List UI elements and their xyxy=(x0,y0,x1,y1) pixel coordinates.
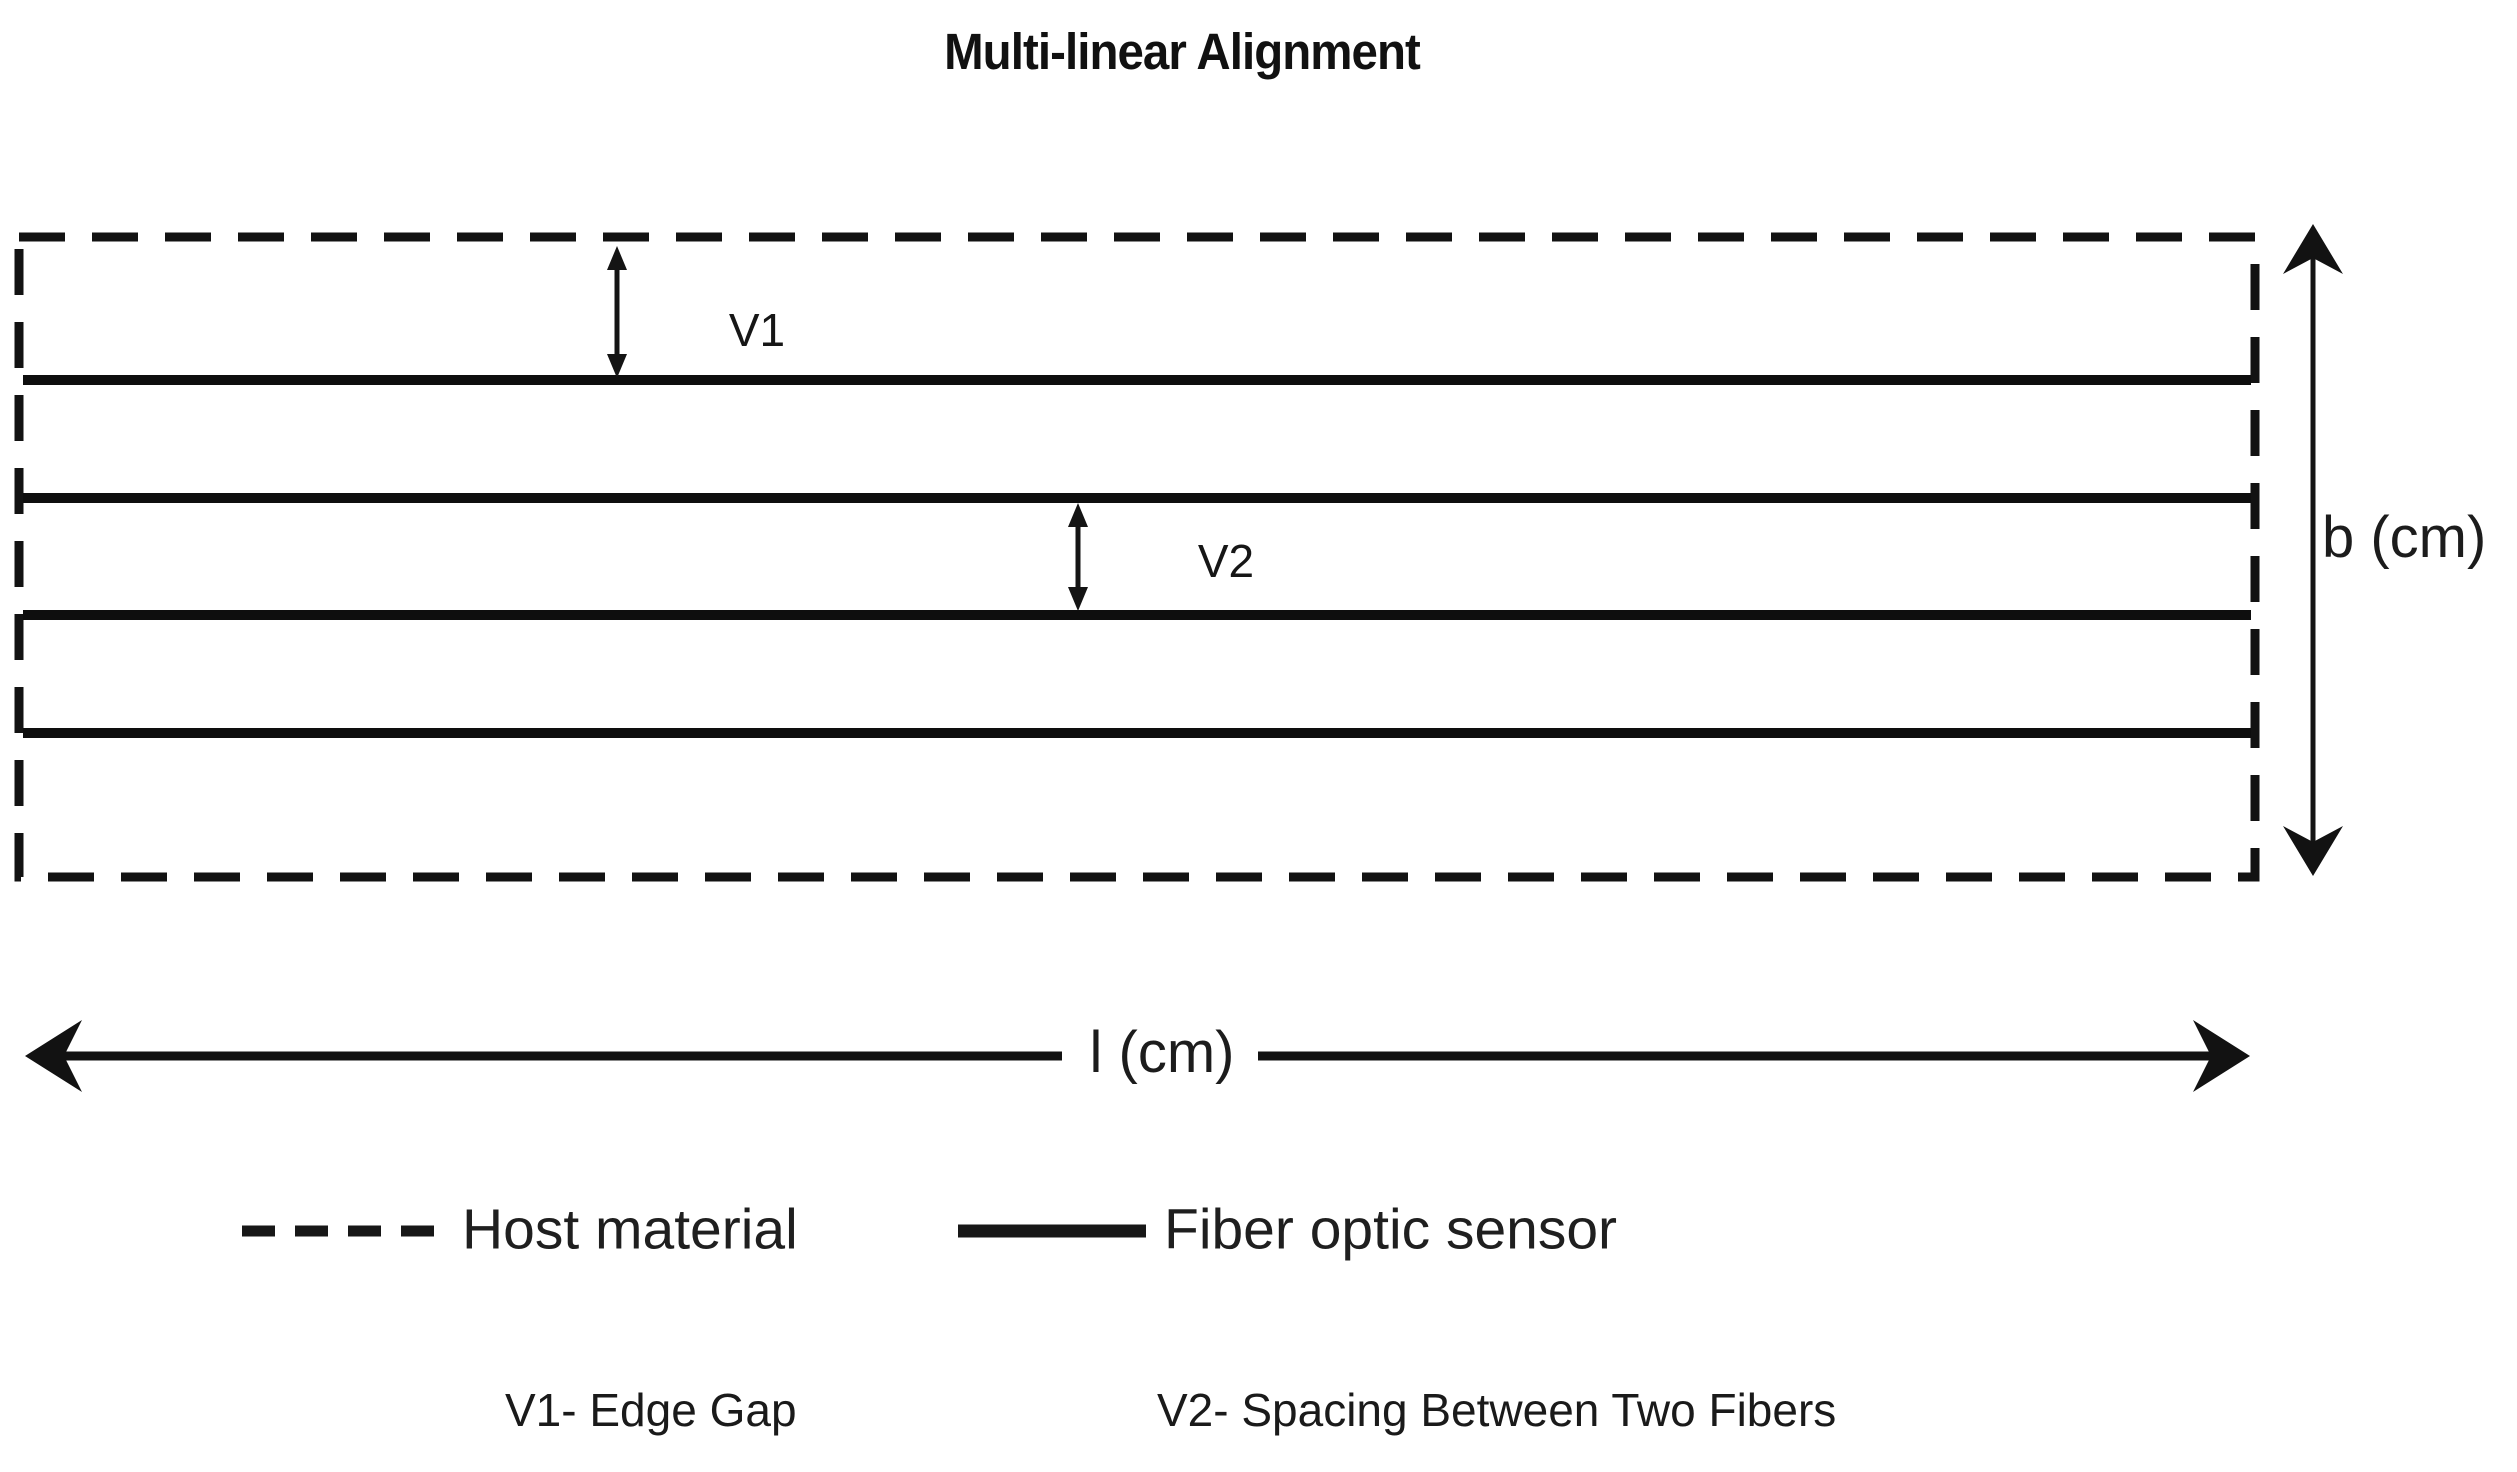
v2-dimension-arrow xyxy=(1068,503,1088,611)
v2-label: V2 xyxy=(1197,535,1255,587)
legend-label-host-material: Host material xyxy=(462,1197,798,1262)
b-axis-arrowhead-down-icon xyxy=(2283,826,2343,876)
footnote-v2-spacing: V2- Spacing Between Two Fibers xyxy=(1157,1384,1837,1436)
b-axis-arrow xyxy=(2283,224,2343,876)
l-axis-arrow xyxy=(25,1020,2250,1092)
footnote-v1-edge-gap: V1- Edge Gap xyxy=(505,1384,797,1436)
b-axis-arrowhead-up-icon xyxy=(2283,224,2343,274)
legend-label-fiber-optic-sensor: Fiber optic sensor xyxy=(1164,1197,1618,1262)
v1-dimension-arrow xyxy=(607,246,627,378)
l-axis-label: l (cm) xyxy=(1089,1020,1235,1085)
l-axis-arrowhead-right-icon xyxy=(2193,1020,2250,1092)
v1-arrowhead-down-icon xyxy=(607,354,627,378)
v2-arrowhead-down-icon xyxy=(1068,587,1088,611)
host-material-rect xyxy=(14,232,2260,882)
b-axis-label: b (cm) xyxy=(2322,505,2487,570)
fiber-optic-sensor-lines xyxy=(23,375,2251,738)
v1-arrowhead-up-icon xyxy=(607,246,627,270)
host-material-boundary xyxy=(14,232,2260,882)
v2-arrowhead-up-icon xyxy=(1068,503,1088,527)
v1-label: V1 xyxy=(728,304,786,356)
l-axis-arrowhead-left-icon xyxy=(25,1020,82,1092)
figure-title: Multi-linear Alignment xyxy=(944,23,1421,80)
